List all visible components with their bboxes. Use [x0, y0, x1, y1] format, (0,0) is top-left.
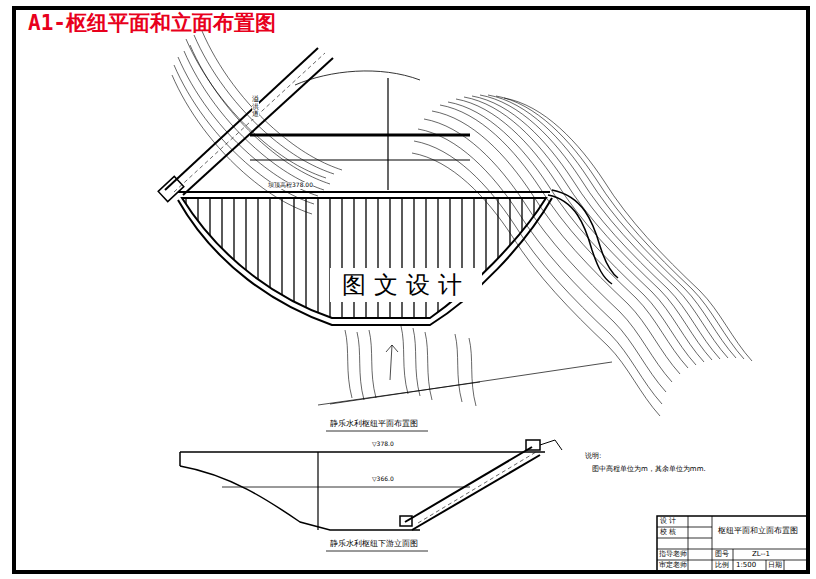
- downstream-elevation: [180, 440, 562, 530]
- title-block: [657, 516, 808, 572]
- watermark: 图文设计: [330, 268, 482, 302]
- terrain-contours: [172, 31, 752, 416]
- note-heading: 说明:: [585, 453, 601, 461]
- drawing-title: 枢纽平面和立面布置图: [718, 527, 798, 536]
- note-text: 图中高程单位为m，其余单位为mm.: [592, 466, 706, 474]
- spillway-label: 溢洪道: [252, 96, 259, 119]
- title-block-cell: 日期: [768, 562, 782, 570]
- elevation-mark: ▽378.0: [372, 441, 394, 448]
- elevation-mark: ▽366.0: [372, 476, 394, 483]
- title-block-cell: 设 计: [660, 518, 676, 526]
- title-block-cell: 比例: [715, 562, 729, 570]
- title-block-cell: 审定老师: [659, 562, 687, 569]
- title-block-cell: 图号: [715, 551, 729, 559]
- title-block-cell: 校 核: [660, 529, 676, 537]
- crest-elevation: 坝顶高程378.00: [268, 182, 313, 189]
- spillway-chute: [158, 48, 333, 202]
- figure-caption: 静乐水利枢纽下游立面图: [330, 540, 418, 549]
- drawing-number: ZL--1: [752, 551, 770, 559]
- sheet-title: A1-枢纽平面和立面布置图: [28, 12, 276, 35]
- figure-caption: 静乐水利枢纽平面布置图: [330, 420, 418, 429]
- scale-value: 1:500: [736, 562, 756, 570]
- arch-dam: [178, 192, 552, 325]
- title-block-cell: 指导老师: [659, 551, 687, 558]
